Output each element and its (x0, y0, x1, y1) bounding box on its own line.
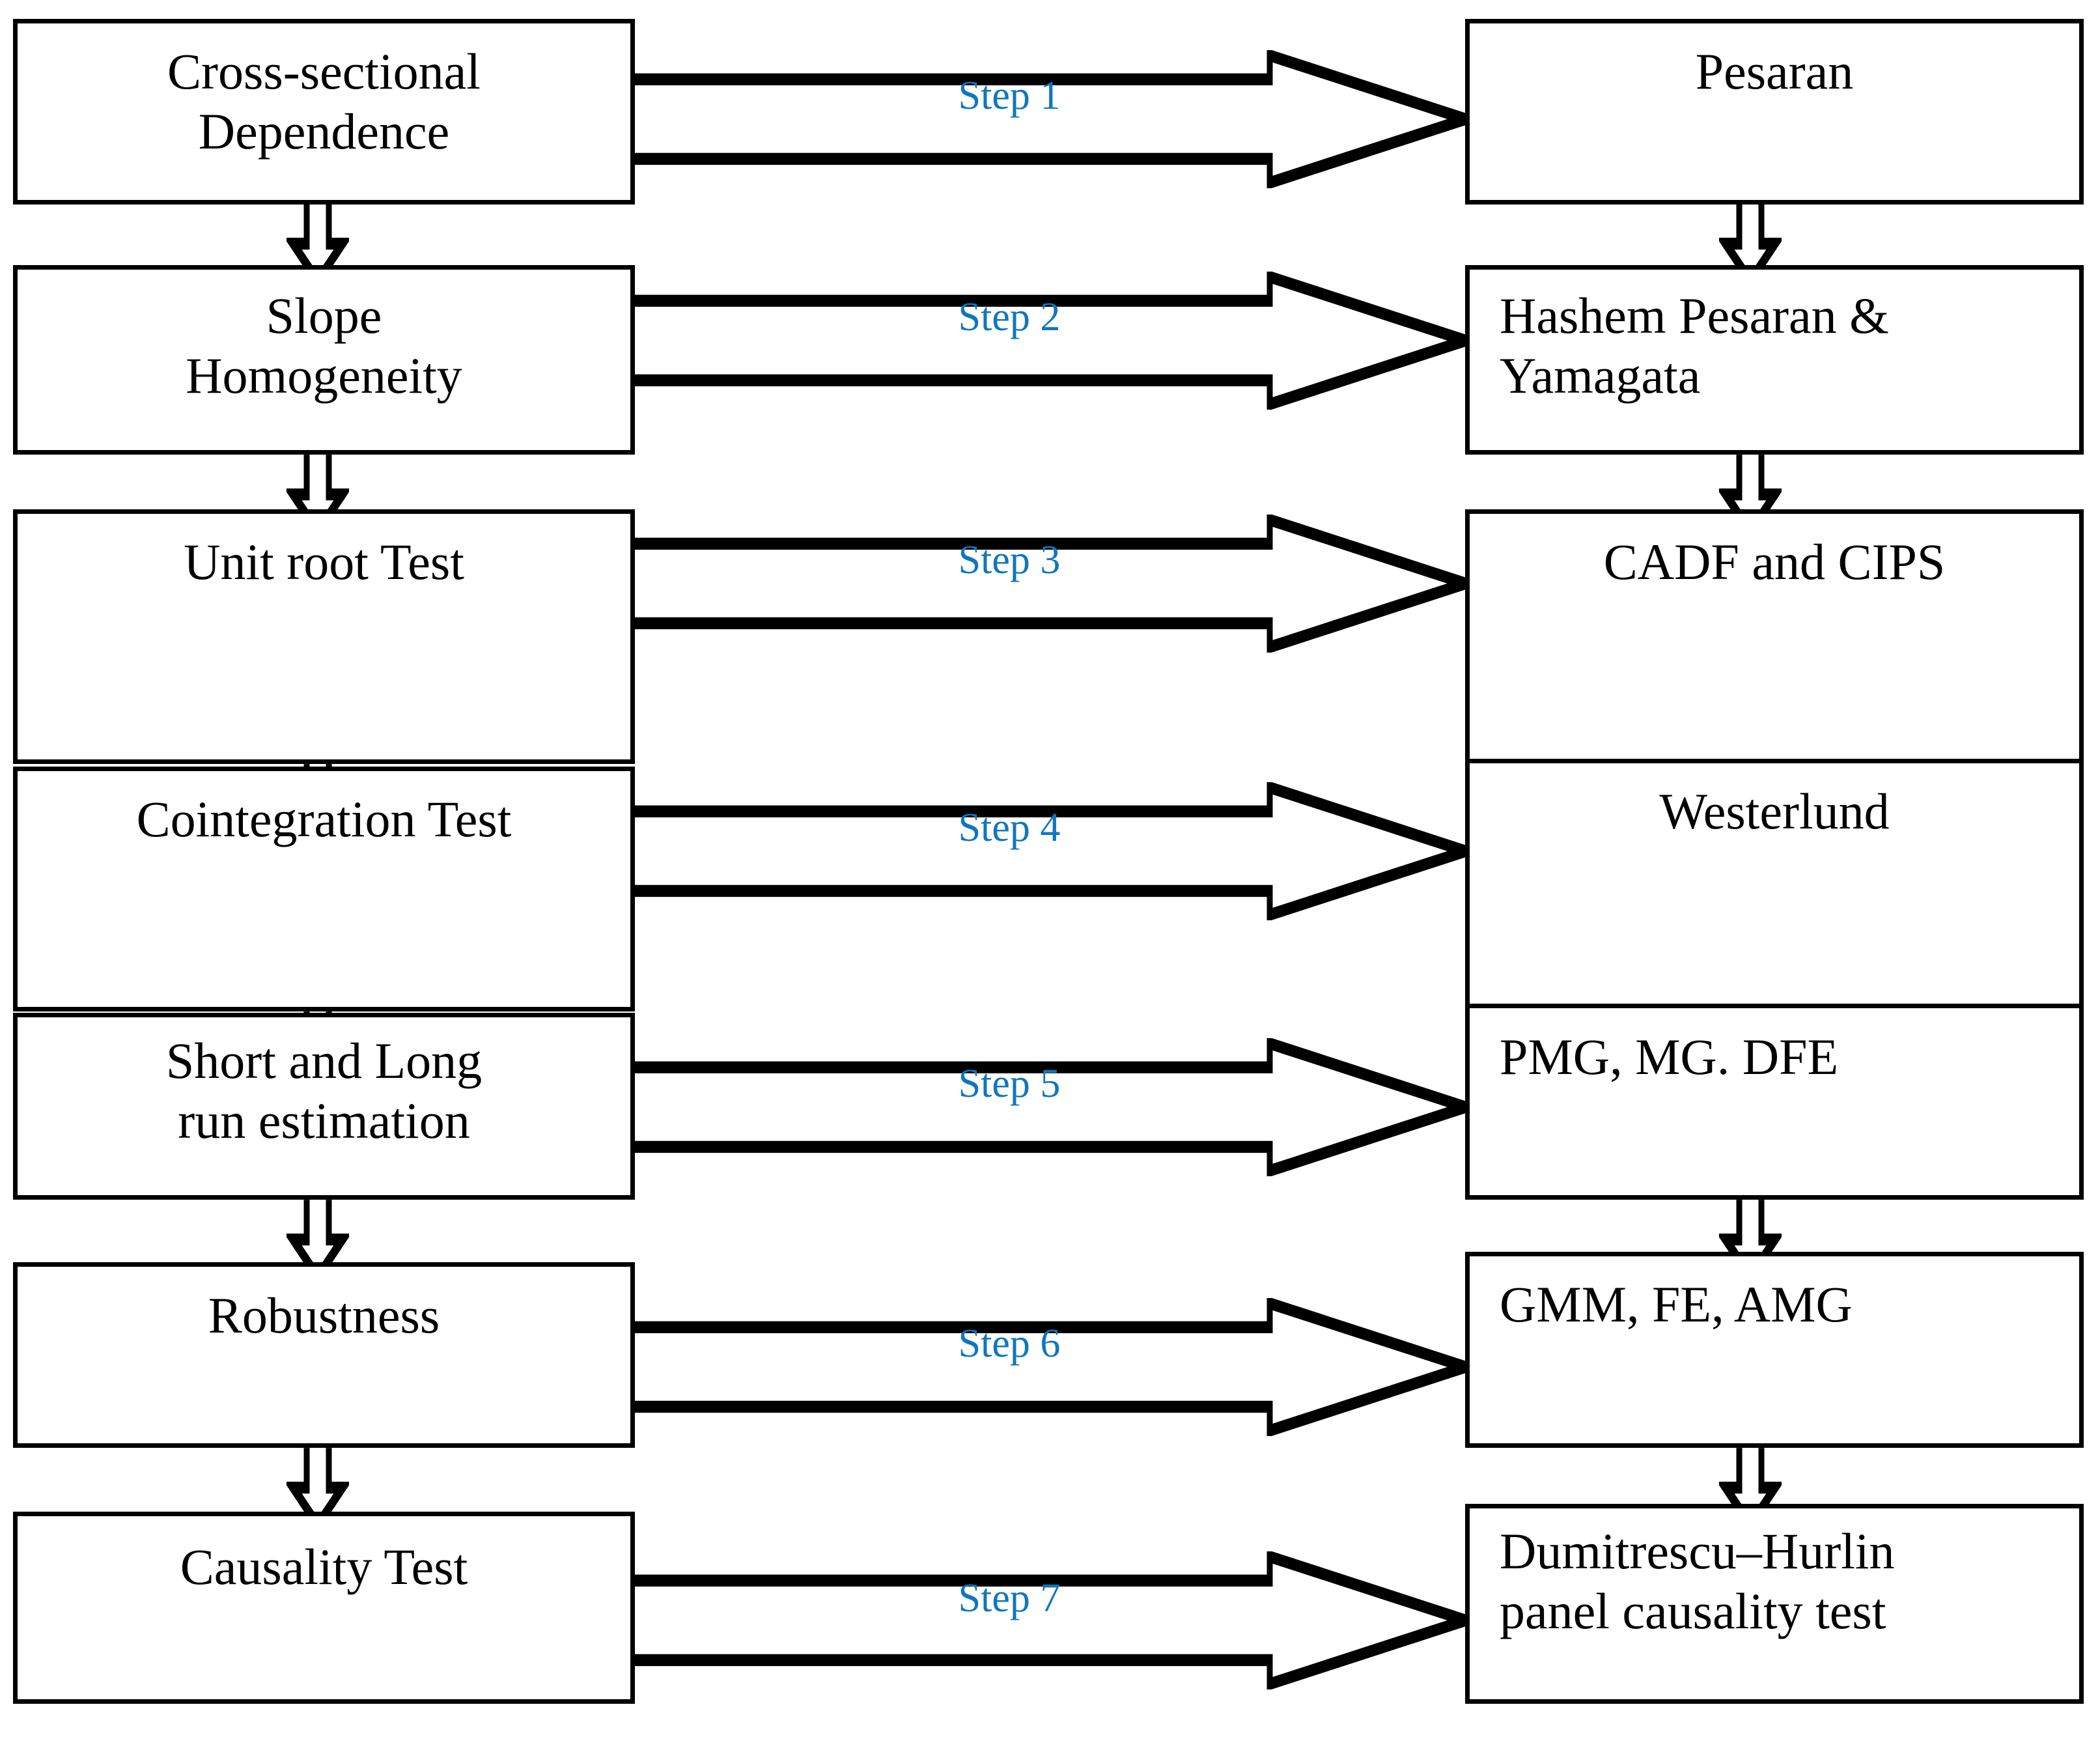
process-box-unit-root-test[interactable]: Unit root Test (13, 509, 635, 764)
method-box-cadf-cips[interactable]: CADF and CIPS (1465, 509, 2084, 764)
method-box-hashem-pesaran-yamagata[interactable]: Hashem Pesaran & Yamagata (1465, 265, 2084, 455)
method-box-label: Westerlund (1659, 783, 1890, 840)
process-box-label: Causality Test (180, 1538, 468, 1596)
process-box-label: Unit root Test (184, 533, 464, 591)
step-label-6: Step 6 (958, 1321, 1061, 1366)
step-arrow-6 (628, 1298, 1468, 1436)
method-box-label: CADF and CIPS (1603, 533, 1946, 591)
step-arrow-5 (628, 1038, 1468, 1176)
process-box-slope-homogeneity[interactable]: Slope Homogeneity (13, 265, 635, 455)
step-arrow-1 (628, 50, 1468, 189)
process-box-robustness[interactable]: Robustness (13, 1262, 635, 1448)
method-box-dumitrescu-hurlin[interactable]: Dumitrescu–Hurlin panel causality test (1465, 1503, 2084, 1704)
step-label-5: Step 5 (958, 1061, 1061, 1106)
method-box-pmg-mg-dfe[interactable]: PMG, MG. DFE (1465, 1004, 2084, 1200)
step-label-1: Step 1 (958, 73, 1061, 118)
step-label-4: Step 4 (958, 805, 1061, 850)
process-box-label: Robustness (208, 1286, 440, 1344)
process-box-cross-sectional-dependence[interactable]: Cross-sectional Dependence (13, 18, 635, 205)
method-box-label: GMM, FE, AMG (1500, 1276, 1853, 1333)
step-arrow-2 (628, 272, 1468, 410)
process-box-label: Cointegration Test (136, 791, 512, 848)
step-arrow-3 (628, 514, 1468, 653)
process-box-label: Cross-sectional Dependence (167, 43, 481, 160)
method-box-label: Pesaran (1695, 43, 1854, 100)
method-box-pesaran[interactable]: Pesaran (1465, 18, 2084, 205)
step-label-2: Step 2 (958, 294, 1061, 339)
step-label-3: Step 3 (958, 537, 1061, 582)
process-box-cointegration-test[interactable]: Cointegration Test (13, 766, 635, 1012)
method-box-gmm-fe-amg[interactable]: GMM, FE, AMG (1465, 1251, 2084, 1448)
method-box-westerlund[interactable]: Westerlund (1465, 758, 2084, 1012)
process-box-label: Short and Long run estimation (165, 1032, 483, 1149)
process-box-label: Slope Homogeneity (186, 287, 462, 404)
step-arrow-4 (628, 782, 1468, 920)
method-box-label: PMG, MG. DFE (1500, 1028, 1839, 1085)
method-box-label: Hashem Pesaran & Yamagata (1500, 287, 1889, 404)
process-box-short-and-long-run-estimation[interactable]: Short and Long run estimation (13, 1013, 635, 1200)
step-label-7: Step 7 (958, 1575, 1061, 1620)
process-box-causality-test[interactable]: Causality Test (13, 1511, 635, 1704)
method-box-label: Dumitrescu–Hurlin panel causality test (1500, 1523, 1895, 1640)
